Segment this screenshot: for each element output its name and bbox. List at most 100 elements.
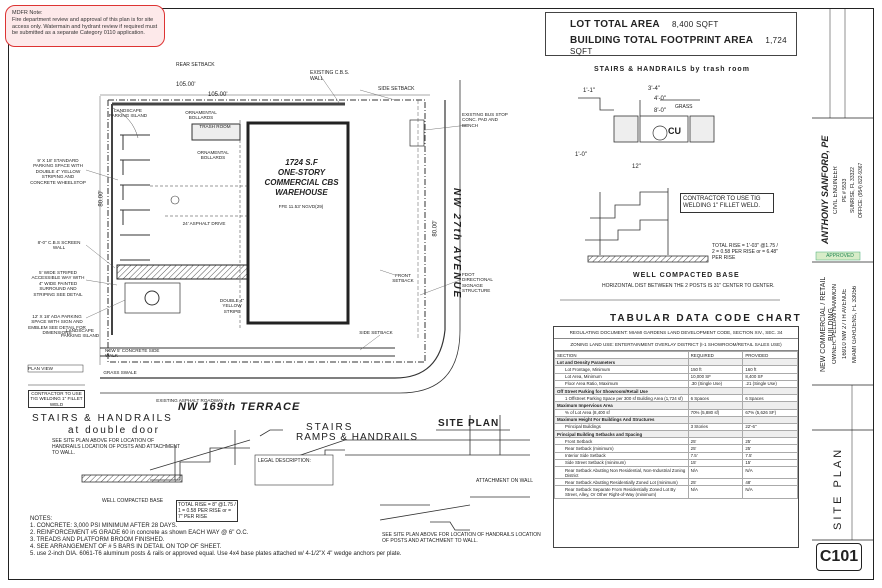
cu-label: CU: [668, 126, 681, 136]
cell-required: 10,000 SF: [687, 372, 744, 381]
cell-provided: 15': [742, 458, 798, 468]
construction-notes: NOTES: 1. CONCRETE: 3,000 PSI MINIMUM AF…: [30, 516, 410, 558]
cell-required: [687, 430, 744, 439]
project-address: 16910 NW 27TH AVENUE: [842, 288, 848, 360]
side-setback-label-2: SIDE SETBACK: [359, 330, 393, 335]
cell-section: Principal Buildings: [554, 422, 689, 432]
cell-provided: 67% (5,626 SF): [742, 408, 798, 417]
cell-section: Rear Setback Abutting Non Residential, N…: [554, 465, 689, 480]
notes-heading: NOTES:: [30, 516, 53, 522]
cell-required: .30 (Single Use): [687, 379, 744, 388]
building-line-2: COMMERCIAL CBS: [264, 178, 339, 187]
cell-section: Side Street Setback (minimum): [554, 458, 689, 468]
grass-swale-label: GRASS SWALE: [103, 370, 137, 375]
landscape-island-label: LANDSCAPE PARKING ISLAND: [108, 108, 148, 119]
cell-required: [687, 415, 744, 424]
cell-provided: 48': [742, 478, 798, 487]
note-4: 4. SEE ARRANGEMENT OF # 5 BARS IN DETAIL…: [30, 544, 222, 550]
cell-required: 7.5': [687, 451, 744, 460]
cell-provided: [742, 430, 798, 439]
side-setback-label: SIDE SETBACK: [378, 86, 415, 92]
zoning-land-use: ZONING LAND USE: ENTERTAINMENT OVERLAY D…: [554, 339, 798, 351]
cell-section: Front Setback: [554, 437, 689, 446]
sheet-title: SITE PLAN: [832, 446, 844, 530]
new-sidewalk-label: NEW 5' CONCRETE SIDE WALK: [105, 348, 160, 359]
ornamental-bollards-label-2: ORNAMENTAL BOLLARDS: [197, 150, 229, 161]
header-required: REQUIRED: [687, 350, 744, 360]
cell-section: Rear Setback Separate From Residentially…: [554, 485, 689, 499]
table-section-row: Maximum Height For Buildings And Structu…: [554, 415, 798, 424]
landscape-island-note: LANDSCAPE PARKING ISLAND: [60, 328, 100, 339]
cell-provided: 8,400 SF: [742, 372, 798, 381]
cell-section: Lot and Density Parameters: [554, 358, 689, 367]
cell-provided: [742, 358, 798, 367]
stairs-double-door-note: SEE SITE PLAN ABOVE FOR LOCATION OF HAND…: [52, 438, 180, 456]
table-row: Floor Area Ratio, Maximum.30 (Single Use…: [554, 379, 798, 388]
cell-provided: [742, 386, 798, 396]
table-header-row: SECTION REQUIRED PROVIDED: [554, 350, 798, 360]
cell-provided: N/A: [742, 465, 798, 480]
sheet-number: C101: [816, 543, 862, 571]
drawing-sheet-border: [8, 8, 874, 580]
table-section-row: Principal Building Setbacks and Spacing: [554, 430, 798, 439]
project-city: MIAMI GARDENS, FL 33056: [852, 285, 858, 363]
table-row: Side Street Setback (minimum)15'15': [554, 458, 798, 468]
rise-note: TOTAL RISE = 1'-03" @1.75 / 2 = 0.58 PER…: [712, 243, 778, 261]
cell-section: Rear Setback Abutting Residentially Zone…: [554, 478, 689, 487]
dim-2: 3'-4": [648, 86, 660, 92]
screen-wall-note: 8'-0" C.B.S SCREEN WALL: [37, 240, 81, 251]
data-code-table: SECTION REQUIRED PROVIDED Lot and Densit…: [554, 350, 798, 499]
cell-required: 150 ft: [687, 365, 744, 374]
table-section-row: Lot and Density Parameters: [554, 358, 798, 367]
building-line-3: WAREHOUSE: [275, 188, 328, 197]
plan-view-label: PLAN VIEW: [28, 366, 54, 371]
dim-6: 1'-0": [575, 152, 587, 158]
engineer-phone: OFFICE: (954) 822-9367: [858, 162, 864, 218]
building-line-1: ONE-STORY: [277, 168, 326, 177]
cell-section: Maximum Height For Buildings And Structu…: [554, 415, 689, 424]
note-1: 1. CONCRETE: 3,000 PSI MINIMUM AFTER 28 …: [30, 523, 178, 529]
table-row: Rear Setback Separate From Residentially…: [554, 485, 798, 499]
fdot-signage-label: FDOT DIRECTIONAL SIGNAGE STRUCTURE: [462, 272, 493, 294]
engineer-name: ANTHONY SANFORD, PE: [820, 135, 830, 245]
dim-top: 105.00': [208, 92, 228, 98]
dim-left: 80.00': [98, 190, 105, 207]
approved-stamp: APPROVED: [826, 253, 854, 259]
header-provided: PROVIDED: [742, 350, 798, 360]
dim-5: 12": [632, 164, 641, 170]
standard-parking-note: 9' X 18' STANDARD PARKING SPACE WITH DOU…: [30, 158, 86, 185]
cell-section: Floor Area Ratio, Maximum: [554, 379, 689, 388]
stairs-double-door-subtitle: at double door: [68, 425, 160, 436]
cell-required: N/A: [687, 485, 744, 499]
license-number: PE # 5533: [842, 178, 848, 202]
cell-provided: [742, 401, 798, 410]
cell-required: [687, 401, 744, 410]
bottom-rise-note: TOTAL RISE = 8" @1.75 / 1 = 0.58 PER RIS…: [176, 500, 238, 522]
asphalt-roadway-label: EXISTING ASPHALT ROADWAY: [156, 398, 224, 403]
mdfr-note: MDFR Note: Fire department review and ap…: [5, 5, 165, 47]
horizontal-dist-note: HORIZONTAL DIST BETWEEN THE 2 POSTS IS 3…: [602, 283, 775, 289]
regulating-document: REGULATING DOCUMENT: MIAMI GARDENS LAND …: [554, 327, 798, 339]
asphalt-drive-label: 24' ASPHALT DRIVE: [182, 221, 226, 226]
cell-required: 25': [687, 444, 744, 453]
legal-description-label: LEGAL DESCRIPTION:: [258, 458, 311, 464]
note-3: 3. TREADS AND PLATFORM BROOM FINISHED.: [30, 537, 165, 543]
mdfr-note-title: MDFR Note:: [12, 10, 43, 16]
grass-label: GRASS: [675, 104, 693, 110]
dim-3: 4'-0": [654, 96, 666, 102]
mdfr-note-body: Fire department review and approval of t…: [12, 16, 158, 37]
site-plan-title: SITE PLAN: [438, 418, 500, 429]
cell-section: 1 Offstreet Parking Space per 300 sf Bui…: [554, 394, 689, 403]
existing-cbs-wall-label: EXISTING C.B.S. WALL: [310, 70, 350, 82]
cell-section: Maximum Impervious Area: [554, 401, 689, 410]
rear-setback-label: REAR SETBACK: [176, 62, 215, 68]
ramps-subtitle: RAMPS & HANDRAILS: [296, 432, 419, 443]
cell-section: Rear Setback (minimum): [554, 444, 689, 453]
ornamental-bollards-label-1: ORNAMENTAL BOLLARDS: [185, 110, 217, 121]
trash-room-label: TRASH ROOM: [199, 124, 231, 129]
double-yellow-stripe-label: DOUBLE 4" YELLOW STRIPE: [219, 298, 245, 314]
